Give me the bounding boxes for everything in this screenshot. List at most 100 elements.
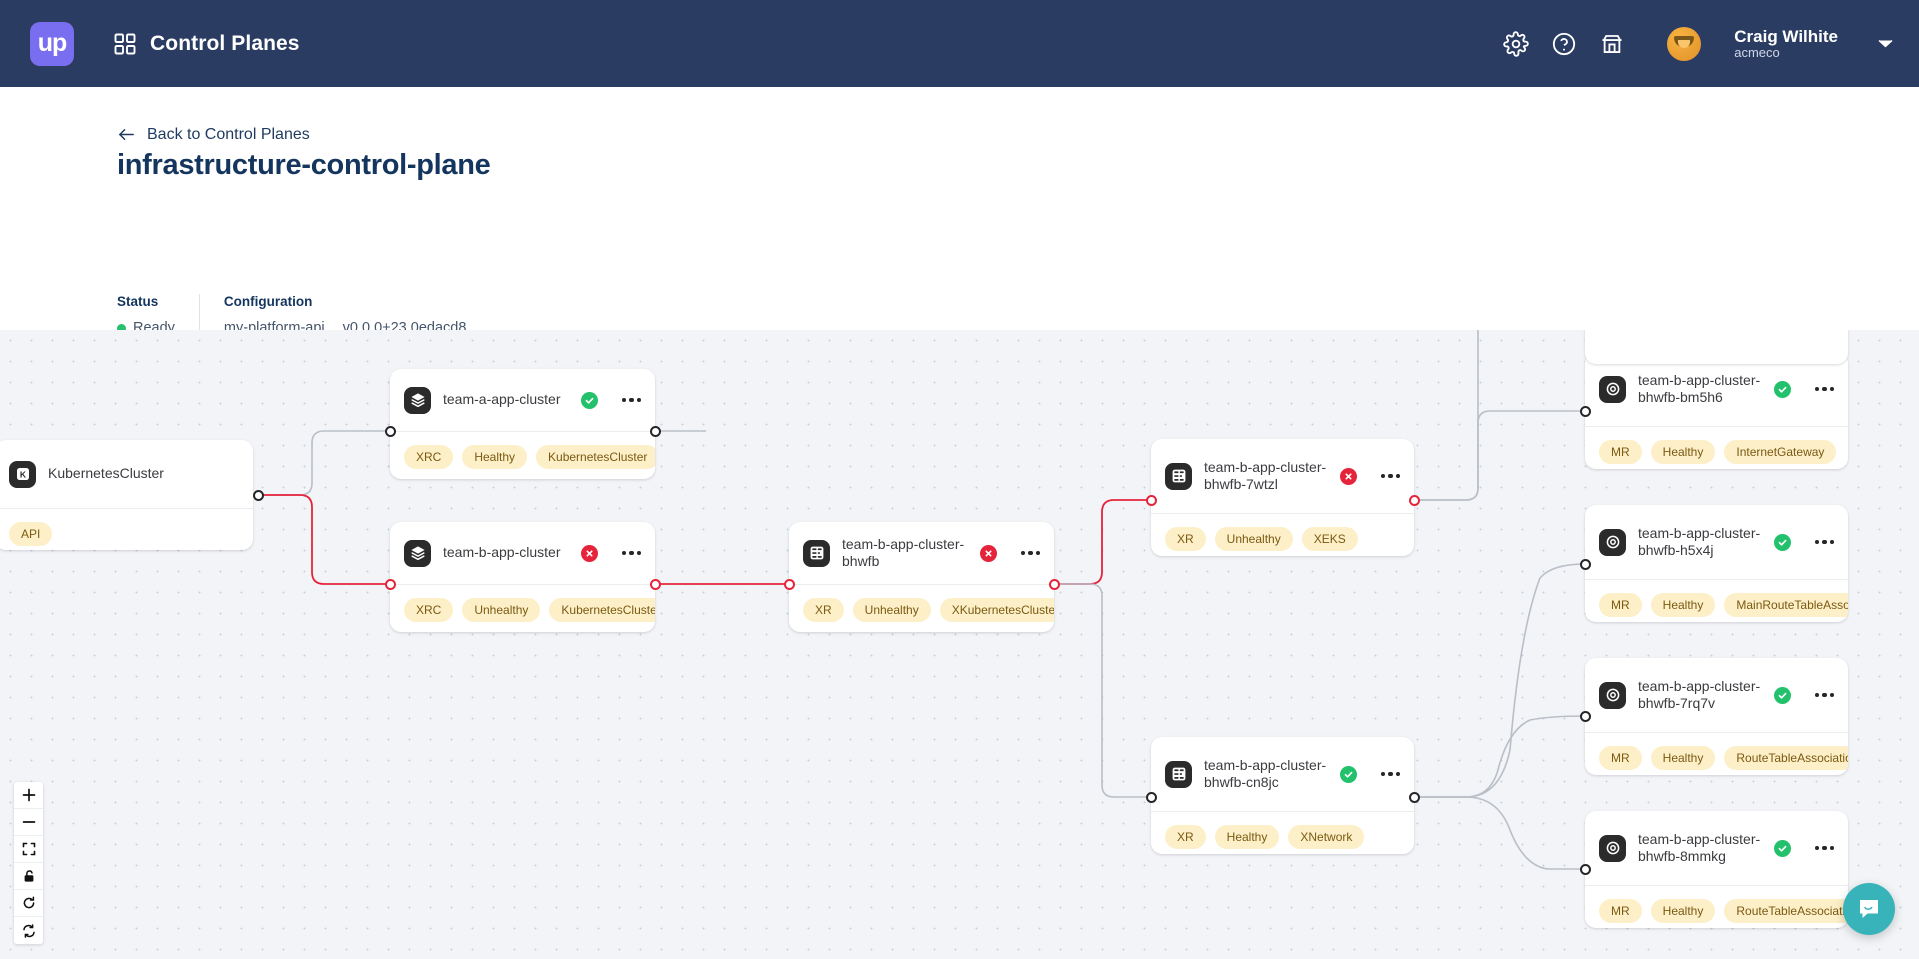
refresh-button[interactable] <box>14 890 43 917</box>
node-chip: Unhealthy <box>852 598 931 622</box>
node-chip: KubernetesCluster <box>549 598 655 622</box>
zoom-in-button[interactable] <box>14 782 43 809</box>
minus-icon <box>22 815 36 829</box>
node-handle[interactable] <box>1146 792 1157 803</box>
user-org: acmeco <box>1734 44 1780 60</box>
configuration-label: Configuration <box>223 294 313 309</box>
node-handle[interactable] <box>1049 579 1060 590</box>
avatar[interactable] <box>1667 26 1702 61</box>
node-title: team-b-app-cluster-bhwfb-7rq7v <box>1638 677 1761 712</box>
status-healthy-icon <box>1773 686 1791 704</box>
node-menu-button[interactable] <box>1814 692 1834 698</box>
node-menu-button[interactable] <box>621 397 641 403</box>
node-menu-button[interactable] <box>1814 386 1834 392</box>
node-handle[interactable] <box>1580 711 1591 722</box>
zoom-out-button[interactable] <box>14 809 43 836</box>
node-chip: InternetGateway <box>1724 440 1837 464</box>
fit-view-button[interactable] <box>14 836 43 863</box>
status-unhealthy-icon <box>580 544 598 562</box>
node-handle[interactable] <box>1580 864 1591 875</box>
node-menu-button[interactable] <box>1814 539 1834 545</box>
node-chips: XRC Unhealthy KubernetesCluster <box>390 585 655 622</box>
node-chip: Healthy <box>462 445 528 469</box>
node-title: team-b-app-cluster <box>443 544 561 561</box>
target-icon <box>1599 834 1626 862</box>
node-handle[interactable] <box>650 426 661 437</box>
node-chip: MR <box>1599 593 1642 617</box>
node-handle[interactable] <box>1580 406 1591 417</box>
chat-launcher[interactable] <box>1843 883 1895 935</box>
layers-icon <box>404 386 431 414</box>
back-to-control-planes-link[interactable]: Back to Control Planes <box>117 125 310 144</box>
layers-icon <box>404 539 431 567</box>
node-handle[interactable] <box>1409 495 1420 506</box>
node-handle[interactable] <box>1146 495 1157 506</box>
node-chip: XR <box>1165 825 1206 849</box>
status-dot-icon <box>117 323 126 333</box>
node-chip: Healthy <box>1214 825 1280 849</box>
node-handle[interactable] <box>385 426 396 437</box>
grid-icon[interactable] <box>114 33 136 55</box>
node-menu-button[interactable] <box>1380 771 1400 777</box>
question-circle-icon[interactable] <box>1551 31 1577 57</box>
node-chip: MainRouteTableAssociation <box>1724 593 1848 617</box>
node-header: team-b-app-cluster-bhwfb <box>789 522 1054 584</box>
chevron-down-icon[interactable] <box>1878 35 1893 53</box>
lock-button[interactable] <box>14 863 43 890</box>
node-handle[interactable] <box>1409 792 1420 803</box>
node-handle[interactable] <box>385 579 396 590</box>
table-icon <box>803 539 830 567</box>
status-healthy-icon <box>1773 380 1791 398</box>
node-chips: MRHealthyMainRouteTableAssociation <box>1585 580 1848 617</box>
node-handle[interactable] <box>650 579 661 590</box>
node-chip: XKubernetesCluster <box>939 598 1054 622</box>
meta-divider <box>198 294 200 338</box>
node-menu-button[interactable] <box>1020 550 1040 556</box>
rotate-icon <box>22 896 36 910</box>
plus-icon <box>22 788 36 802</box>
node-chip: Healthy <box>1650 440 1716 464</box>
user-menu[interactable]: Craig Wilhite acmeco <box>1734 27 1838 61</box>
node-chip: Unhealthy <box>1214 527 1293 551</box>
node-chip: XRC <box>404 598 454 622</box>
node-menu-button[interactable] <box>1380 473 1400 479</box>
node-menu-button[interactable] <box>621 550 641 556</box>
node-title: team-b-app-cluster-bhwfb-8mmkg <box>1638 830 1761 865</box>
node-handle[interactable] <box>1580 559 1591 570</box>
node-title: team-a-app-cluster <box>443 391 561 408</box>
table-icon <box>1165 462 1192 490</box>
node-handle[interactable] <box>784 579 795 590</box>
node-divider <box>1585 579 1848 580</box>
gear-icon[interactable] <box>1503 30 1529 57</box>
node-chip: RouteTableAssociation <box>1724 746 1848 770</box>
nav-title: Control Planes <box>150 31 300 55</box>
sync-button[interactable] <box>14 917 43 944</box>
node-header: team-b-app-cluster-bhwfb-7rq7v <box>1585 658 1848 732</box>
node-chip: XNetwork <box>1288 825 1365 849</box>
status-unhealthy-icon <box>979 544 997 562</box>
offscreen-node-partial[interactable] <box>1585 330 1848 364</box>
node-handle[interactable] <box>253 490 264 501</box>
node-chip: MR <box>1599 899 1642 923</box>
upbound-logo[interactable]: up <box>30 21 74 66</box>
expand-icon <box>22 842 36 856</box>
node-menu-button[interactable] <box>1814 845 1834 851</box>
node-chip: MR <box>1599 746 1642 770</box>
store-icon[interactable] <box>1599 31 1625 57</box>
node-chip: API <box>9 522 53 546</box>
node-chip: Unhealthy <box>462 598 541 622</box>
